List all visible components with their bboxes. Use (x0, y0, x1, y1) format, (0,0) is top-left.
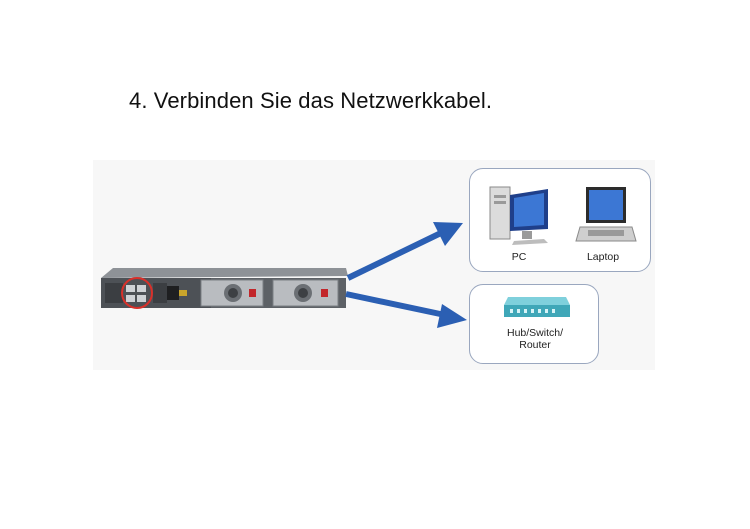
arrow-to-devices (346, 222, 463, 281)
desktop-pc-icon (489, 186, 548, 245)
hub-label-line1: Hub/Switch/ (506, 327, 564, 339)
network-switch-icon (504, 297, 570, 317)
lan-port-highlight (121, 277, 153, 309)
hub-label: Hub/Switch/ Router (480, 327, 590, 351)
devices-card: PC Laptop (469, 168, 651, 272)
hub-label-line2: Router (519, 339, 551, 351)
arrow-to-hub (345, 291, 467, 328)
hub-card: Hub/Switch/ Router (469, 284, 599, 364)
nas-server-icon (101, 268, 348, 308)
step-title: 4. Verbinden Sie das Netzwerkkabel. (129, 88, 493, 113)
diagram-graphics (101, 222, 467, 328)
connection-diagram: PC Laptop Hub/Switch/ Router (93, 160, 655, 370)
pc-label: PC (511, 251, 527, 263)
laptop-label: Laptop (586, 251, 620, 263)
laptop-icon (575, 187, 637, 242)
